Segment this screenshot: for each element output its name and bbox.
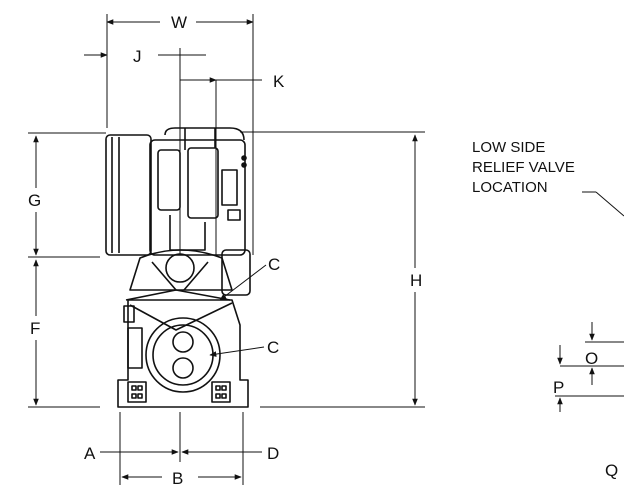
dimension-lines xyxy=(28,14,624,485)
label-g: G xyxy=(28,191,41,210)
label-k: K xyxy=(273,72,285,91)
cylinder-head xyxy=(129,249,233,291)
right-foot xyxy=(211,381,231,403)
labels: W J K G F H C C A B D O P Q LOW SIDE REL… xyxy=(28,13,618,485)
left-foot xyxy=(127,381,147,403)
crank-circle-outer xyxy=(145,317,221,393)
crank-circle-lower xyxy=(172,357,194,379)
motor-cover xyxy=(105,134,152,256)
label-o: O xyxy=(585,349,598,368)
label-c-upper: C xyxy=(268,255,280,274)
label-f: F xyxy=(30,319,40,338)
callout-line-2: RELIEF VALVE xyxy=(472,159,575,176)
piping-block xyxy=(149,139,246,256)
callout-line-3: LOCATION xyxy=(472,179,548,196)
callout-line-1: LOW SIDE xyxy=(472,139,545,156)
label-w: W xyxy=(171,13,187,32)
label-d: D xyxy=(267,444,279,463)
label-c-lower: C xyxy=(267,338,279,357)
compressor-body xyxy=(105,127,251,408)
lower-housing xyxy=(117,299,249,408)
label-b: B xyxy=(172,469,183,485)
label-p: P xyxy=(553,378,564,397)
label-j: J xyxy=(133,47,142,66)
label-q: Q xyxy=(605,461,618,480)
label-h: H xyxy=(410,271,422,290)
label-a: A xyxy=(84,444,96,463)
crank-circle-upper xyxy=(172,331,194,353)
